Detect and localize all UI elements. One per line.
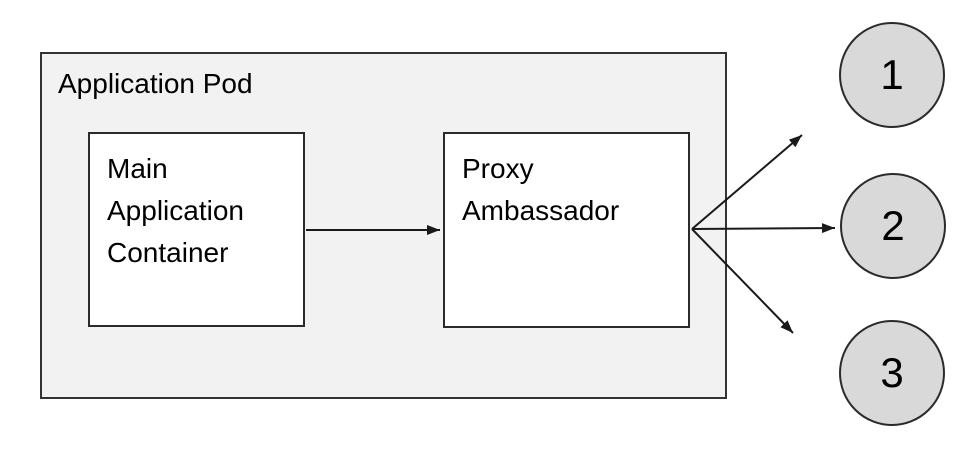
endpoint-3-label: 3 [880,349,904,396]
node-main-application-container: Main Application Container [88,132,305,327]
endpoint-2-label: 2 [881,202,905,249]
endpoint-circle-3: 3 [839,320,945,426]
endpoint-circle-2: 2 [840,173,946,279]
application-pod-label: Application Pod [58,68,253,99]
endpoint-1-label: 1 [880,51,904,98]
proxy-ambassador-label: Proxy Ambassador [462,153,620,226]
endpoint-circle-1: 1 [839,22,945,128]
node-proxy-ambassador: Proxy Ambassador [443,132,690,328]
main-application-container-label: Main Application Container [107,153,244,268]
